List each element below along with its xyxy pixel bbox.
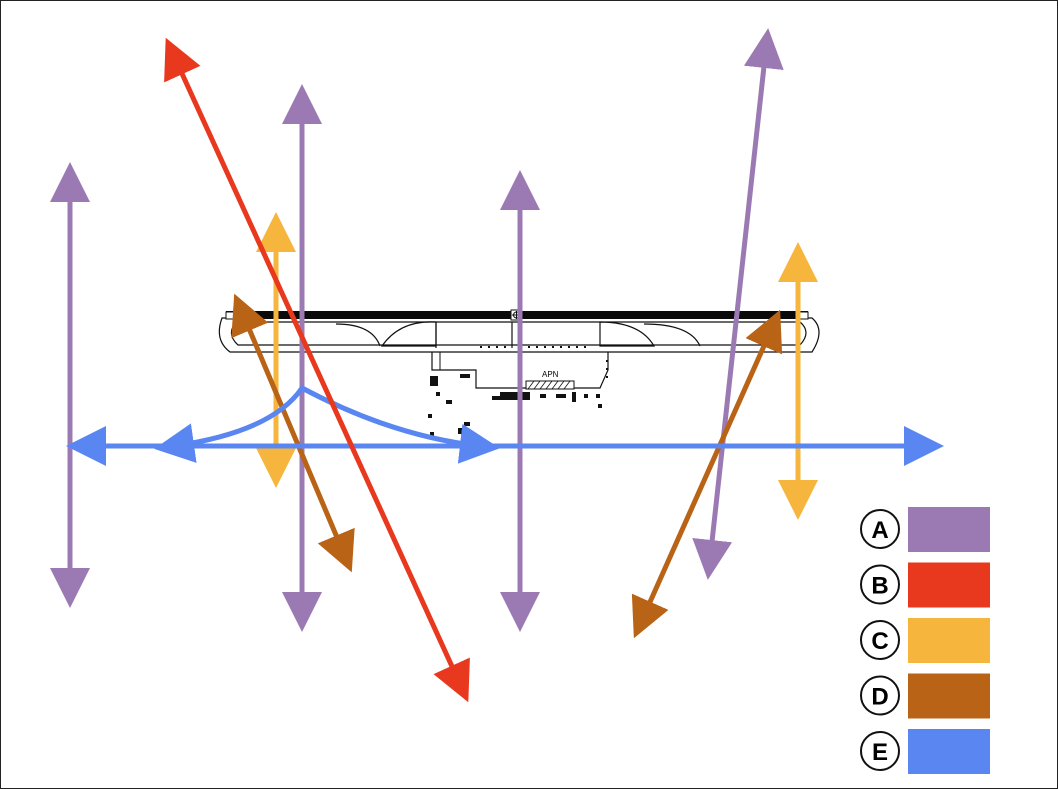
legend-letter-d: D — [871, 684, 888, 711]
taxiway-loop-left — [380, 321, 437, 347]
airport-structures — [428, 374, 602, 436]
legend-swatch-a — [908, 507, 990, 552]
legend-badge-d — [860, 675, 900, 716]
taxiway-loop-right — [599, 321, 656, 347]
legend-letter-e: E — [872, 739, 888, 766]
route-d-2 — [631, 309, 783, 639]
legend-letter-b: B — [871, 573, 888, 600]
taxiway-loop-far-left — [335, 323, 381, 347]
legend-badge-b — [860, 564, 900, 605]
legend-swatch-e — [908, 729, 990, 774]
runway-threshold-right — [799, 311, 809, 320]
legend-letter-a: A — [871, 517, 888, 544]
legend: A B C D E — [860, 507, 990, 774]
legend-letter-c: C — [871, 628, 888, 655]
legend-swatch-c — [908, 618, 990, 663]
apron-label: APN — [542, 370, 559, 379]
runway-threshold-left — [225, 311, 235, 320]
legend-badge-c — [860, 620, 900, 660]
legend-swatch-d — [908, 673, 990, 719]
routes — [50, 28, 944, 703]
route-b-1 — [164, 37, 470, 703]
route-a-4 — [692, 28, 784, 580]
legend-badge-a — [860, 509, 900, 549]
legend-badge-e — [860, 731, 900, 771]
legend-swatch-b — [908, 562, 990, 608]
route-d-1 — [231, 293, 355, 573]
